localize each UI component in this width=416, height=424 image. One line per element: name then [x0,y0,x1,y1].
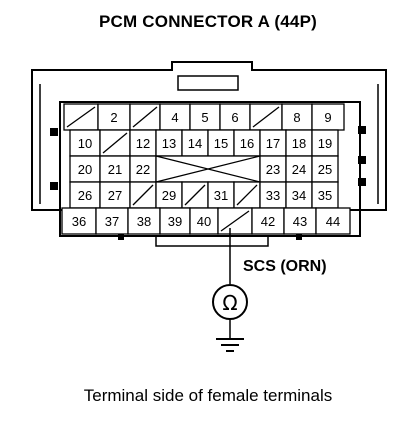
terminal-cell: 14 [181,129,209,157]
terminal-number: 5 [201,110,208,125]
terminal-cell: 34 [285,181,313,209]
terminal-cell: 2 [97,103,131,131]
ohmmeter-symbol: Ω [222,291,237,315]
terminal-number: 4 [171,110,178,125]
terminal-cell: 42 [251,207,285,235]
terminal-cell: 6 [219,103,251,131]
unused-terminal [249,103,283,131]
terminal-number: 9 [324,110,331,125]
terminal-cell: 12 [129,129,157,157]
unused-terminal [63,103,99,131]
terminal-number: 13 [162,136,176,151]
terminal-number: 38 [137,214,151,229]
terminal-cell: 40 [189,207,219,235]
ground-symbol [216,338,244,352]
terminal-number: 6 [231,110,238,125]
terminal-cell: 36 [61,207,97,235]
bottom-pin-right [296,234,302,240]
terminal-cell: 44 [315,207,351,235]
terminal-cell: 25 [311,155,339,183]
terminal-number: 39 [168,214,182,229]
terminal-number: 16 [240,136,254,151]
terminal-number: 14 [188,136,202,151]
terminal-cell: 13 [155,129,183,157]
terminal-cell: 19 [311,129,339,157]
terminal-number: 24 [292,162,306,177]
crossed-blank-region [155,155,261,183]
unused-terminal [217,207,253,235]
bottom-key [155,235,269,247]
terminal-number: 36 [72,214,86,229]
terminal-cell: 4 [159,103,191,131]
terminal-number: 12 [136,136,150,151]
terminal-number: 26 [78,188,92,203]
side-key-right-2 [358,156,366,164]
terminal-cell: 27 [99,181,131,209]
diagram-caption: Terminal side of female terminals [83,386,333,405]
terminal-number: 10 [78,136,92,151]
diagram-title: PCM CONNECTOR A (44P) [99,12,317,31]
housing-inner-frame [39,84,379,204]
terminal-cell: 9 [311,103,345,131]
terminal-number: 27 [108,188,122,203]
terminal-number: 18 [292,136,306,151]
terminal-cell: 22 [129,155,157,183]
side-key-left-bottom [50,182,58,190]
terminal-number: 42 [261,214,275,229]
terminal-cell: 18 [285,129,313,157]
terminal-number: 23 [266,162,280,177]
terminal-number: 35 [318,188,332,203]
terminal-number: 15 [214,136,228,151]
unused-terminal [233,181,261,209]
terminal-number: 19 [318,136,332,151]
terminal-cell: 35 [311,181,339,209]
terminal-cell: 20 [69,155,101,183]
terminal-cell: 21 [99,155,131,183]
unused-terminal [99,129,131,157]
terminal-number: 20 [78,162,92,177]
terminal-number: 34 [292,188,306,203]
terminal-cell: 15 [207,129,235,157]
terminal-number: 33 [266,188,280,203]
terminal-cell: 17 [259,129,287,157]
terminal-number: 40 [197,214,211,229]
terminal-number: 31 [214,188,228,203]
terminal-number: 17 [266,136,280,151]
terminal-block-outline [59,101,361,237]
scs-signal-label: SCS (ORN) [243,258,327,275]
terminal-cell: 43 [283,207,317,235]
terminal-number: 43 [293,214,307,229]
terminal-cell: 26 [69,181,101,209]
terminal-cell: 38 [127,207,161,235]
side-key-right-3 [358,178,366,186]
terminal-number: 2 [110,110,117,125]
terminal-cell: 10 [69,129,101,157]
unused-terminal [181,181,209,209]
terminal-cell: 24 [285,155,313,183]
terminal-number: 8 [293,110,300,125]
terminal-number: 25 [318,162,332,177]
terminal-cell: 16 [233,129,261,157]
unused-terminal [129,103,161,131]
unused-terminal [129,181,157,209]
side-key-left-top [50,128,58,136]
terminal-number: 22 [136,162,150,177]
bottom-pin-left [118,234,124,240]
terminal-cell: 5 [189,103,221,131]
terminal-cell: 8 [281,103,313,131]
side-key-right-1 [358,126,366,134]
terminal-number: 37 [105,214,119,229]
terminal-cell: 33 [259,181,287,209]
locking-tab [177,75,239,91]
terminal-number: 21 [108,162,122,177]
terminal-number: 44 [326,214,340,229]
terminal-cell: 31 [207,181,235,209]
terminal-cell: 39 [159,207,191,235]
terminal-cell: 29 [155,181,183,209]
terminal-cell: 37 [95,207,129,235]
terminal-cell: 23 [259,155,287,183]
terminal-number: 29 [162,188,176,203]
